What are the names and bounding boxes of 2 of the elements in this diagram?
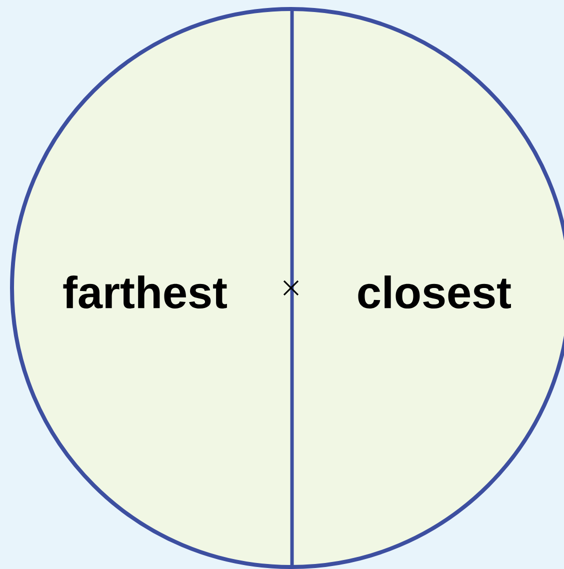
- half-circle-region: closest: [291, 8, 564, 567]
- half-circle-region: farthest: [12, 8, 291, 567]
